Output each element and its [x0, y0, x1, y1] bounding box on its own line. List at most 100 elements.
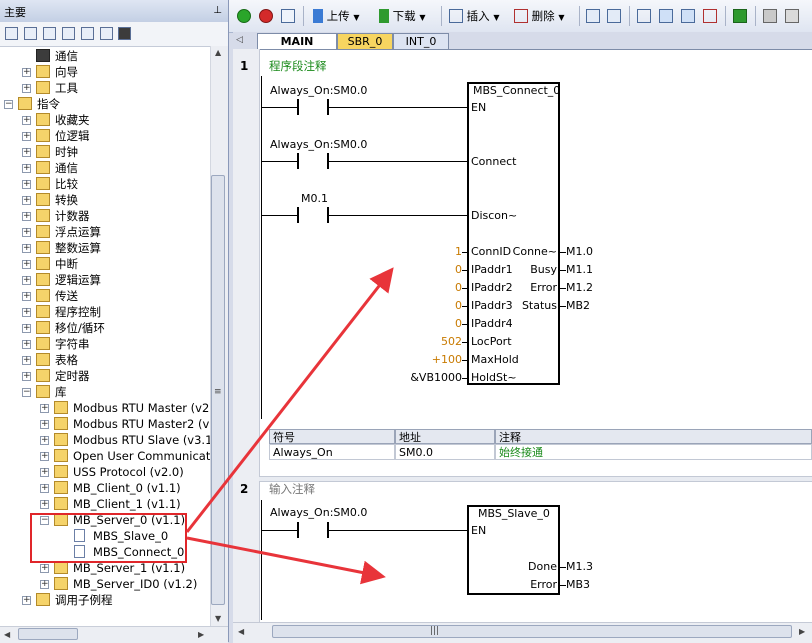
contact-3-right[interactable] [327, 207, 329, 223]
n2-output-done[interactable]: M1.3 [566, 560, 593, 573]
collapse-icon[interactable]: − [4, 99, 13, 109]
expand-icon[interactable]: + [40, 467, 49, 477]
run-button[interactable] [237, 7, 251, 25]
symbol-table-icon[interactable] [43, 27, 56, 40]
expand-icon[interactable]: + [22, 211, 31, 221]
editor-hscroll-thumb[interactable] [272, 625, 792, 638]
tree-item[interactable]: +逻辑运算 [0, 272, 210, 288]
expand-icon[interactable]: + [22, 243, 31, 253]
tree-item[interactable]: +MB_Client_0 (v1.1) [0, 480, 210, 496]
contact-3-left[interactable] [297, 207, 299, 223]
tree-item[interactable]: +表格 [0, 352, 210, 368]
download-button[interactable]: 下载 ▼ [379, 7, 425, 25]
expand-icon[interactable]: + [22, 163, 31, 173]
n2-output-error[interactable]: MB3 [566, 578, 591, 591]
tree-item[interactable]: +浮点运算 [0, 224, 210, 240]
scroll-left-icon[interactable]: ◀ [4, 630, 11, 639]
expand-icon[interactable]: + [22, 131, 31, 141]
pin-value[interactable]: 0 [455, 281, 462, 294]
delete-button[interactable]: 删除 ▼ [514, 7, 564, 25]
line-button[interactable] [681, 7, 695, 25]
tree-item[interactable]: +转换 [0, 192, 210, 208]
pin-value[interactable]: 502 [441, 335, 462, 348]
tree-item[interactable]: +工具 [0, 80, 210, 96]
mbs-slave-block[interactable] [467, 505, 560, 595]
tree-item[interactable]: +定时器 [0, 368, 210, 384]
tree-item[interactable]: MBS_Connect_0 [0, 544, 210, 560]
tree-item[interactable]: +USS Protocol (v2.0) [0, 464, 210, 480]
contact-2-label[interactable]: Always_On:SM0.0 [270, 138, 368, 151]
network-2-comment[interactable]: 输入注释 [269, 482, 315, 496]
status-chart-icon[interactable] [62, 27, 75, 40]
tree-item[interactable]: +位逻辑 [0, 128, 210, 144]
tree-item[interactable]: +MB_Server_1 (v1.1) [0, 560, 210, 576]
expand-icon[interactable]: + [40, 499, 49, 509]
tab-main[interactable]: MAIN [257, 33, 337, 49]
expand-icon[interactable]: + [40, 563, 49, 573]
pin-value[interactable]: &VB1000 [410, 371, 462, 384]
tree-item[interactable]: −指令 [0, 96, 210, 112]
collapse-icon[interactable]: − [40, 515, 49, 525]
output-address[interactable]: M1.1 [566, 263, 593, 276]
bookmark-button[interactable] [785, 7, 799, 25]
dropdown-icon[interactable]: ▼ [558, 13, 565, 22]
output-address[interactable]: M1.0 [566, 245, 593, 258]
tree-item[interactable]: +Modbus RTU Master2 (v2.0 [0, 416, 210, 432]
expand-icon[interactable]: + [22, 595, 31, 605]
tree-item[interactable]: +整数运算 [0, 240, 210, 256]
tree-item[interactable]: 通信 [0, 48, 210, 64]
dropdown-icon[interactable]: ▼ [493, 13, 500, 22]
tree-hscroll-thumb[interactable] [18, 628, 78, 640]
tree-item[interactable]: +字符串 [0, 336, 210, 352]
tree-item[interactable]: −MB_Server_0 (v1.1) [0, 512, 210, 528]
scroll-up-icon[interactable]: ▲ [215, 48, 222, 57]
block-icon[interactable] [24, 27, 37, 40]
contact-1-right[interactable] [327, 99, 329, 115]
mbs-connect-block[interactable] [467, 82, 560, 385]
pin-value[interactable]: 0 [455, 299, 462, 312]
contact-2-left[interactable] [297, 153, 299, 169]
system-block-icon[interactable] [100, 27, 113, 40]
compile-button[interactable] [281, 7, 295, 25]
tree-item[interactable]: +中断 [0, 256, 210, 272]
tree-item[interactable]: +计数器 [0, 208, 210, 224]
expand-icon[interactable]: + [22, 339, 31, 349]
scroll-down-icon[interactable]: ▼ [215, 614, 222, 623]
tree-item[interactable]: +程序控制 [0, 304, 210, 320]
expand-icon[interactable]: + [22, 291, 31, 301]
editor-scroll-right-icon[interactable]: ▶ [799, 627, 806, 636]
contact-2-right[interactable] [327, 153, 329, 169]
contact-3-label[interactable]: M0.1 [301, 192, 328, 205]
n2-contact-label[interactable]: Always_On:SM0.0 [270, 506, 368, 519]
tree-item[interactable]: +Modbus RTU Master (v2.0) [0, 400, 210, 416]
expand-icon[interactable]: + [22, 275, 31, 285]
scroll-right-icon[interactable]: ▶ [198, 630, 205, 639]
tab-scroll-left-icon[interactable]: ◁ [236, 35, 243, 45]
program-status-button[interactable] [586, 7, 600, 25]
pin-value[interactable]: 0 [455, 317, 462, 330]
network-1-comment[interactable]: 程序段注释 [269, 59, 327, 73]
goto-button[interactable] [733, 7, 747, 25]
tree-item[interactable]: +调用子例程 [0, 592, 210, 608]
pin-icon[interactable]: ⊥ [213, 5, 222, 16]
expand-icon[interactable]: + [22, 179, 31, 189]
expand-icon[interactable]: + [40, 483, 49, 493]
expand-icon[interactable]: + [40, 451, 49, 461]
clear-button[interactable] [703, 7, 717, 25]
contact-1-left[interactable] [297, 99, 299, 115]
pin-value[interactable]: +100 [431, 353, 462, 366]
collapse-icon[interactable]: − [22, 387, 31, 397]
tree-item[interactable]: −库 [0, 384, 210, 400]
expand-icon[interactable]: + [40, 579, 49, 589]
tree-item[interactable]: +Modbus RTU Slave (v3.1) [0, 432, 210, 448]
dropdown-icon[interactable]: ▼ [419, 13, 426, 22]
expand-icon[interactable]: + [22, 323, 31, 333]
tab-sbr-0[interactable]: SBR_0 [337, 33, 393, 49]
output-address[interactable]: M1.2 [566, 281, 593, 294]
lock-button[interactable] [763, 7, 777, 25]
tree-item[interactable]: MBS_Slave_0 [0, 528, 210, 544]
tree-item[interactable]: +移位/循环 [0, 320, 210, 336]
expand-icon[interactable]: + [22, 115, 31, 125]
data-block-icon[interactable] [81, 27, 94, 40]
n2-contact-left[interactable] [297, 522, 299, 538]
